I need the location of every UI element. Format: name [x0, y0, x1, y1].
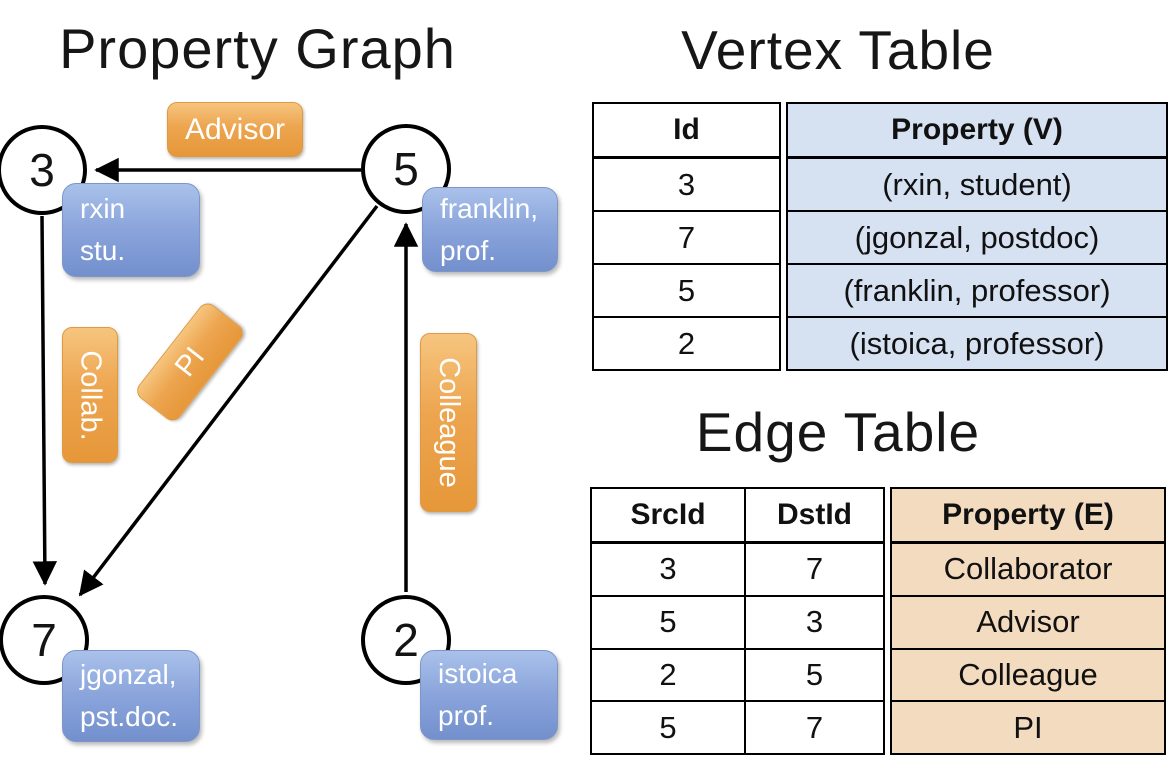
vertex-properties-3: rxin stu.: [62, 183, 200, 277]
edge-label-advisor: Advisor: [167, 102, 303, 157]
edge-table-id-row: 5 7: [592, 700, 883, 753]
vertex-table-id-cell: 5: [594, 263, 779, 316]
property-graph-title: Property Graph: [59, 17, 456, 80]
edge-table-srcid-cell: 5: [659, 709, 677, 745]
edge-table-property-column: Property (E) Collaborator Advisor Collea…: [890, 487, 1166, 755]
vertex-table-id-column: Id 3 7 5 2: [592, 102, 781, 371]
vertex-properties-3-line2: stu.: [80, 235, 126, 266]
graph-node-3: 3: [0, 125, 87, 215]
edge-table-property-cell: Colleague: [892, 647, 1164, 701]
vertex-properties-2: istoica prof.: [420, 650, 558, 740]
vertex-table-property-cell: (istoica, professor): [788, 316, 1166, 369]
edge-table-header-srcid: SrcId: [630, 498, 706, 531]
edge-table-header-row: SrcId DstId: [592, 489, 883, 542]
edge-table-id-row: 2 5: [592, 647, 883, 701]
edge-table-id-columns: SrcId DstId 3 7 5 3 2 5 5 7: [590, 487, 885, 755]
graph-node-5: 5: [361, 124, 451, 214]
edge-table-dstid-cell: 5: [744, 649, 883, 701]
vertex-properties-7-line2: pst.doc.: [80, 701, 179, 732]
edge-table-srcid-cell: 5: [659, 604, 677, 640]
edge-table-dstid-cell: 7: [744, 702, 883, 753]
edge-table-header-property: Property (E): [892, 489, 1164, 542]
edge-table-srcid-cell: 2: [659, 656, 677, 692]
vertex-properties-5-line1: franklin,: [440, 192, 539, 224]
vertex-table-id-cell: 3: [594, 157, 779, 210]
vertex-properties-3-line1: rxin: [80, 193, 126, 224]
vertex-table-id-cell: 7: [594, 210, 779, 263]
vertex-table-id-cell: 2: [594, 316, 779, 369]
edge-table-title: Edge Table: [695, 401, 981, 463]
vertex-table-header-property: Property (V): [788, 104, 1166, 157]
edge-3-to-7: [32, 215, 58, 586]
edge-label-collab-text: Collab.: [74, 349, 107, 441]
edge-table-header-dstid: DstId: [744, 489, 883, 541]
vertex-properties-5-line2: prof.: [440, 234, 497, 266]
vertex-properties-2-line2: prof.: [438, 700, 495, 731]
edge-label-pi: PI: [133, 299, 247, 425]
vertex-table-property-column: Property (V) (rxin, student) (jgonzal, p…: [786, 102, 1168, 371]
edge-table-property-cell: Collaborator: [892, 542, 1164, 595]
vertex-properties-5: franklin, prof.: [422, 187, 558, 272]
vertex-properties-2-line1: istoica: [438, 658, 518, 689]
vertex-properties-7-line1: jgonzal,: [80, 659, 177, 690]
edge-label-colleague-text: Colleague: [433, 357, 466, 488]
edge-table-property-cell: PI: [892, 700, 1164, 753]
vertex-table-title: Vertex Table: [681, 19, 995, 81]
edge-table-property-cell: Advisor: [892, 594, 1164, 648]
edge-label-colleague: Colleague: [420, 333, 477, 512]
vertex-table-property-cell: (jgonzal, postdoc): [788, 210, 1166, 263]
edge-table-dstid-cell: 3: [744, 596, 883, 648]
edge-table-id-row: 3 7: [592, 542, 883, 595]
vertex-table-property-cell: (franklin, professor): [788, 263, 1166, 316]
edge-table-dstid-cell: 7: [744, 544, 883, 595]
edge-table-srcid-cell: 3: [659, 551, 677, 587]
edge-table-id-row: 5 3: [592, 594, 883, 648]
vertex-table-header-id: Id: [594, 104, 779, 157]
vertex-properties-7: jgonzal, pst.doc.: [62, 650, 200, 742]
vertex-table-property-cell: (rxin, student): [788, 157, 1166, 210]
edge-label-collab: Collab.: [62, 327, 118, 463]
